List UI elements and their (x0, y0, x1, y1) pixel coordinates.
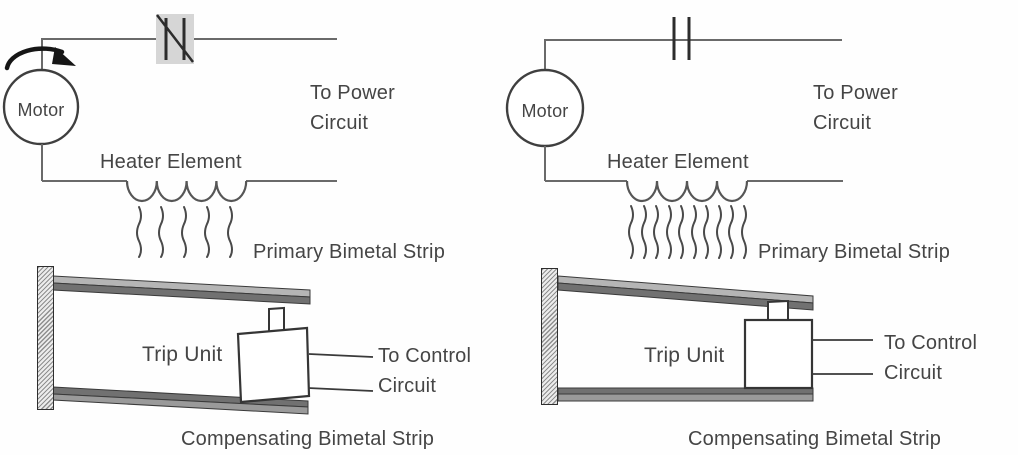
right-power-label-line1: To Power (813, 82, 898, 104)
right-heater-label: Heater Element (607, 151, 749, 173)
right-primary-strip-label: Primary Bimetal Strip (758, 241, 951, 263)
right-trip-unit-label: Trip Unit (644, 344, 725, 367)
left-heat-waves (136, 206, 233, 258)
left-heater-coil (125, 180, 248, 203)
right-primary-bimetal-strip (557, 275, 814, 311)
right-diagram (505, 17, 873, 402)
right-compensating-strip-label: Compensating Bimetal Strip (688, 428, 942, 450)
right-compensating-bimetal-strip (557, 387, 814, 402)
left-power-label-line2: Circuit (310, 112, 369, 134)
right-control-label-line2: Circuit (884, 362, 943, 384)
right-control-wires (812, 339, 873, 375)
left-mounting-wall (37, 266, 54, 410)
left-motor-label: Motor (17, 100, 65, 120)
right-power-wire (544, 39, 842, 70)
right-trip-unit-box (743, 318, 814, 390)
left-power-wire (41, 38, 337, 70)
left-primary-bimetal-strip (52, 275, 311, 305)
nc-contact-icon (156, 14, 194, 64)
left-trip-unit-label: Trip Unit (142, 343, 223, 366)
rotation-arrow-icon (4, 46, 76, 71)
right-control-label-line1: To Control (884, 332, 978, 354)
right-power-label-line2: Circuit (813, 112, 872, 134)
left-power-label-line1: To Power (310, 82, 395, 104)
left-heater-label: Heater Element (100, 151, 242, 173)
right-motor-label: Motor (521, 101, 569, 121)
left-control-label-line2: Circuit (378, 375, 437, 397)
left-control-label-line1: To Control (378, 345, 472, 367)
left-trip-unit-box (236, 326, 311, 404)
left-diagram (2, 14, 374, 415)
open-contact-icon (672, 17, 691, 60)
left-compensating-strip-label: Compensating Bimetal Strip (181, 428, 435, 450)
left-primary-strip-label: Primary Bimetal Strip (253, 241, 446, 263)
right-heat-waves (628, 205, 747, 259)
right-mounting-wall (541, 268, 558, 405)
right-heater-coil (625, 180, 749, 203)
left-control-wires (307, 353, 374, 392)
